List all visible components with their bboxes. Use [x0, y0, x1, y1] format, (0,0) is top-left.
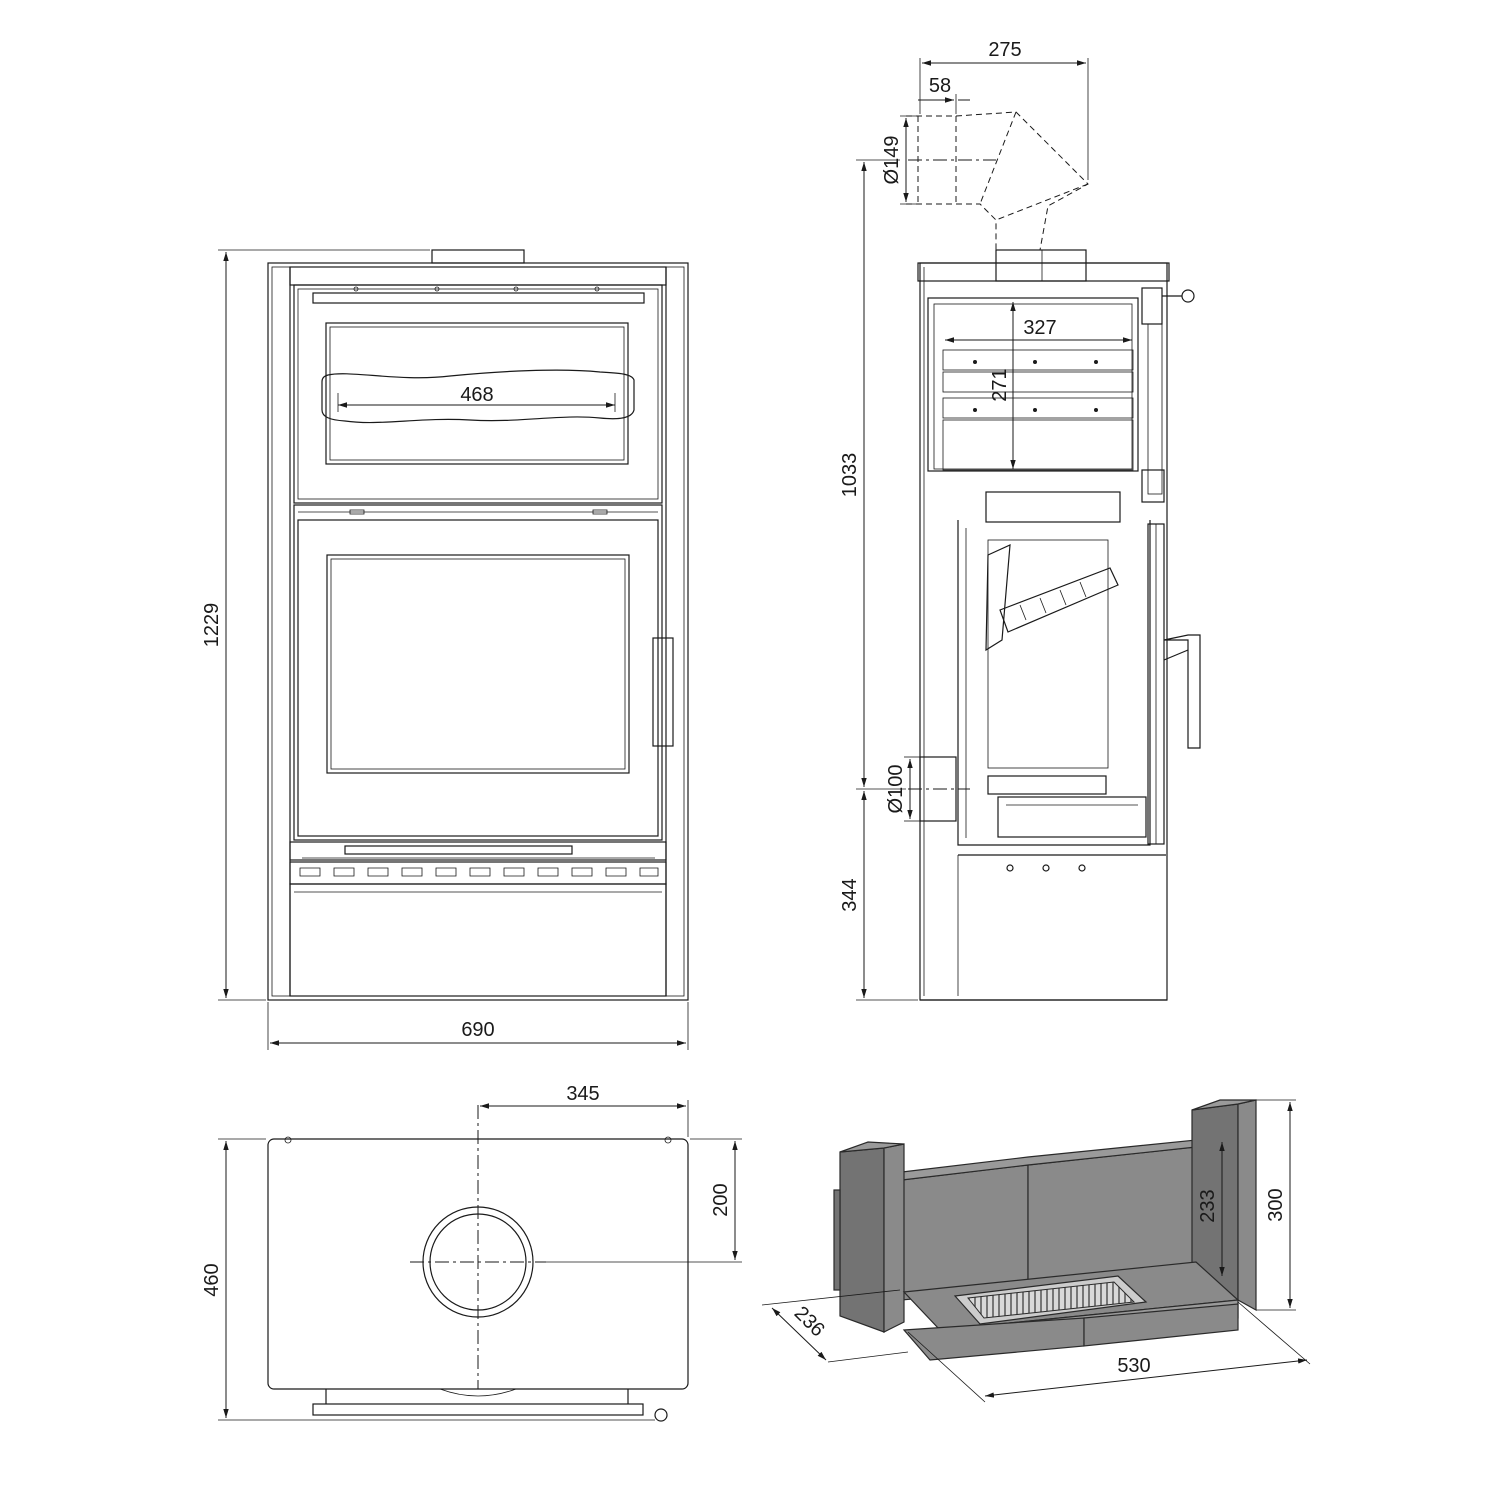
dimension-200: 200 — [546, 1138, 742, 1263]
oven-baking-stone — [321, 369, 635, 424]
oven-top-rivets — [353, 286, 600, 292]
svg-text:275: 275 — [988, 39, 1021, 61]
svg-text:1033: 1033 — [839, 453, 861, 498]
dimension-690: 690 — [267, 1002, 689, 1050]
oven-rack-bolts — [973, 360, 1098, 412]
dimension-327: 327 — [945, 317, 1132, 343]
svg-text:344: 344 — [839, 878, 861, 911]
dimension-1033: 1033 — [839, 159, 906, 790]
svg-text:200: 200 — [710, 1183, 732, 1216]
svg-text:345: 345 — [566, 1083, 599, 1105]
front-grille-slots — [299, 867, 659, 877]
dimension-271: 271 — [989, 302, 1016, 469]
svg-text:Ø100: Ø100 — [885, 765, 907, 814]
svg-text:460: 460 — [201, 1263, 223, 1296]
dimension-233: 233 — [1197, 1142, 1225, 1276]
flue-elbow-dashed — [906, 111, 1089, 251]
svg-text:327: 327 — [1023, 317, 1056, 339]
dimension-275: 275 — [919, 39, 1089, 180]
svg-text:300: 300 — [1265, 1188, 1287, 1221]
svg-text:530: 530 — [1117, 1355, 1150, 1377]
svg-text:468: 468 — [460, 384, 493, 406]
dimension-344: 344 — [839, 791, 918, 1001]
top-view: 345 200 460 — [201, 1083, 742, 1422]
svg-text:690: 690 — [461, 1019, 494, 1041]
dimension-300: 300 — [1256, 1099, 1296, 1311]
dimension-460: 460 — [201, 1138, 655, 1421]
front-view: 468 1229 — [201, 249, 689, 1050]
svg-text:271: 271 — [989, 368, 1011, 401]
dimension-58: 58 — [918, 75, 970, 114]
plinth-holes — [1006, 864, 1086, 872]
dimension-1229: 1229 — [201, 249, 430, 1001]
svg-text:1229: 1229 — [201, 603, 223, 648]
firebox-lining-view: 233 300 236 530 — [761, 1099, 1311, 1403]
dimension-d100: Ø100 — [885, 756, 920, 822]
svg-text:236: 236 — [790, 1302, 829, 1341]
side-view: 275 58 Ø149 1033 327 — [839, 39, 1201, 1001]
dimension-530: 530 — [907, 1301, 1311, 1403]
dimension-345: 345 — [480, 1083, 689, 1137]
svg-text:233: 233 — [1197, 1189, 1219, 1222]
dimension-468: 468 — [337, 384, 616, 412]
svg-text:58: 58 — [929, 75, 951, 97]
